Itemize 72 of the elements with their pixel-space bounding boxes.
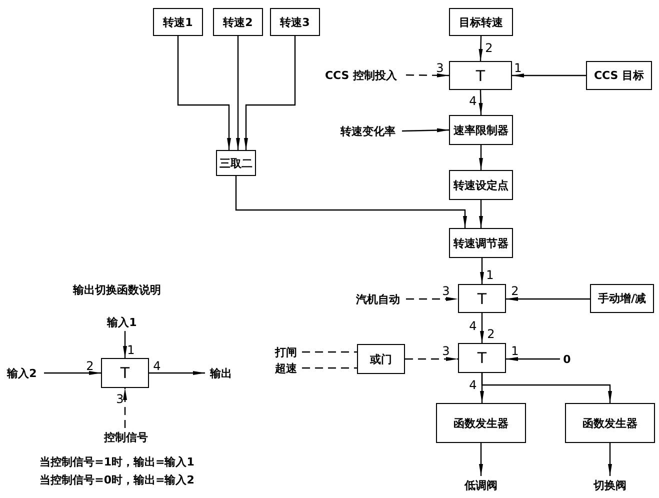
note-text: 当控制信号=0时，输出=输入2 [40, 472, 194, 488]
note-text: 当控制信号=1时，输出=输入1 [40, 454, 194, 470]
port-number: 2 [86, 359, 94, 373]
arrow [402, 128, 450, 132]
signal-label: 0 [560, 350, 574, 368]
arrow [479, 145, 483, 170]
signal-label: 汽机自动 [350, 290, 406, 308]
arrow [478, 90, 483, 116]
signal-label: 输出 [205, 364, 237, 382]
block-box: 转速1 [153, 8, 203, 36]
port-number: 3 [436, 61, 444, 75]
arrow [177, 36, 231, 150]
signal-label: 输入1 [102, 313, 142, 331]
arrow [149, 371, 205, 375]
arrow [44, 371, 101, 375]
arrow [123, 331, 127, 358]
block-box: CCS 目标 [586, 61, 652, 90]
arrow [608, 443, 612, 476]
port-number: 1 [514, 61, 522, 75]
signal-label: 打闸 [270, 344, 302, 360]
block-box: 手动增/减 [590, 284, 654, 313]
signal-label: CCS 控制投入 [316, 66, 406, 84]
block-box: 转速设定点 [449, 170, 513, 200]
arrow [406, 297, 458, 301]
port-number: 3 [116, 392, 124, 406]
port-number: 1 [511, 344, 519, 358]
block-box: 函数发生器 [565, 403, 655, 443]
switch-box: T [458, 284, 506, 313]
legend-title: 输出切换函数说明 [73, 282, 161, 298]
port-number: 3 [442, 284, 450, 298]
block-box: 三取二 [216, 150, 256, 176]
port-number: 4 [153, 359, 161, 373]
port-number: 3 [442, 344, 450, 358]
arrow [480, 258, 484, 284]
block-box: 函数发生器 [436, 403, 526, 443]
port-number: 1 [127, 343, 135, 357]
arrow [506, 357, 560, 361]
block-box: 目标转速 [449, 8, 513, 36]
arrow [236, 36, 240, 150]
block-box: 速率限制器 [449, 115, 513, 145]
block-box: 转速2 [213, 8, 263, 36]
arrow [481, 373, 612, 403]
arrow [244, 36, 296, 150]
port-number: 2 [511, 284, 519, 298]
signal-label: 控制信号 [96, 428, 156, 446]
port-number: 4 [469, 378, 477, 392]
port-number: 1 [486, 268, 494, 282]
block-box: 转速3 [270, 8, 320, 36]
arrow [478, 36, 483, 62]
arrow [479, 443, 483, 476]
switch-box: T [449, 61, 512, 90]
signal-label: 切换阀 [589, 476, 631, 494]
arrow [479, 200, 483, 228]
arrow [405, 357, 458, 361]
port-number: 4 [469, 94, 477, 108]
switch-box: T [458, 343, 506, 373]
signal-label: 输入2 [0, 364, 44, 382]
arrow [480, 313, 484, 343]
arrow [506, 297, 590, 301]
port-number: 4 [469, 319, 477, 333]
port-number: 2 [487, 327, 495, 341]
block-box: 或门 [357, 344, 405, 374]
arrow [512, 74, 586, 78]
signal-label: 低调阀 [460, 476, 502, 494]
arrow [123, 388, 127, 428]
port-number: 2 [485, 41, 493, 55]
arrow [235, 176, 467, 228]
switch-box: T [101, 358, 149, 388]
arrow [406, 73, 449, 78]
signal-label: 转速变化率 [334, 122, 402, 140]
block-box: 转速调节器 [449, 228, 513, 258]
signal-label: 超速 [270, 360, 302, 376]
